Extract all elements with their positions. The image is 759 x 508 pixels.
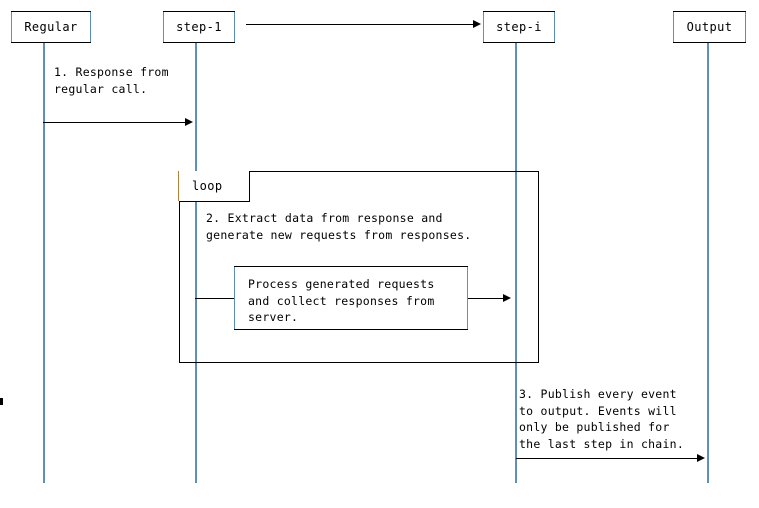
loop-fragment-operator-label: loop [178,171,250,202]
message-3-label-line-2: to output. Events will [519,403,677,418]
lifeline-regular [43,43,45,483]
message-3-label-line-3: only be published for [519,420,670,434]
loop-body-text-line-2: generate new requests from responses. [206,227,472,242]
process-requests-arrow-line-right [468,298,506,299]
participant-step-1-label: step-1 [176,20,222,34]
message-1-label-line-2: regular call. [54,81,148,96]
participant-regular[interactable]: Regular [11,11,91,43]
lifeline-output [707,43,709,483]
message-1-label-line-1: 1. Response from [54,65,169,79]
message-3-line [516,458,697,459]
process-requests-arrowhead-icon [503,294,511,302]
lifeline-step-i [515,43,517,483]
lifeline-step-1 [195,43,197,483]
participant-regular-label: Regular [24,20,78,34]
loop-fragment-frame [179,171,539,363]
participant-step-1[interactable]: step-1 [163,11,235,43]
message-3-label: 3. Publish every event to output. Events … [519,386,684,452]
process-requests-note-text: Process generated requests and collect re… [248,276,435,326]
loop-body-text: 2. Extract data from response and generat… [206,210,471,243]
continuation-arrowhead-icon [473,20,481,28]
process-requests-note-line-1: Process generated requests [248,277,435,291]
message-1-label: 1. Response from regular call. [54,64,169,97]
process-requests-note-line-2: and collect responses from [248,293,435,308]
message-1-line [43,122,185,123]
loop-body-text-line-1: 2. Extract data from response and [206,211,443,225]
continuation-arrow-line [246,24,475,25]
process-requests-arrow-line-left [195,298,235,299]
process-requests-note-box: Process generated requests and collect re… [234,266,468,330]
participant-step-i[interactable]: step-i [483,11,555,43]
message-3-label-line-1: 3. Publish every event [519,387,677,401]
message-3-label-line-4: the last step in chain. [519,436,684,451]
message-1-arrowhead-icon [185,118,193,126]
participant-output-label: Output [686,20,733,34]
loop-operator-text: loop [192,179,223,193]
participant-output[interactable]: Output [673,11,746,43]
message-3-arrowhead-icon [697,454,705,462]
left-edge-artifact [0,398,3,405]
participant-step-i-label: step-i [496,20,542,34]
process-requests-note-line-3: server. [248,310,299,324]
